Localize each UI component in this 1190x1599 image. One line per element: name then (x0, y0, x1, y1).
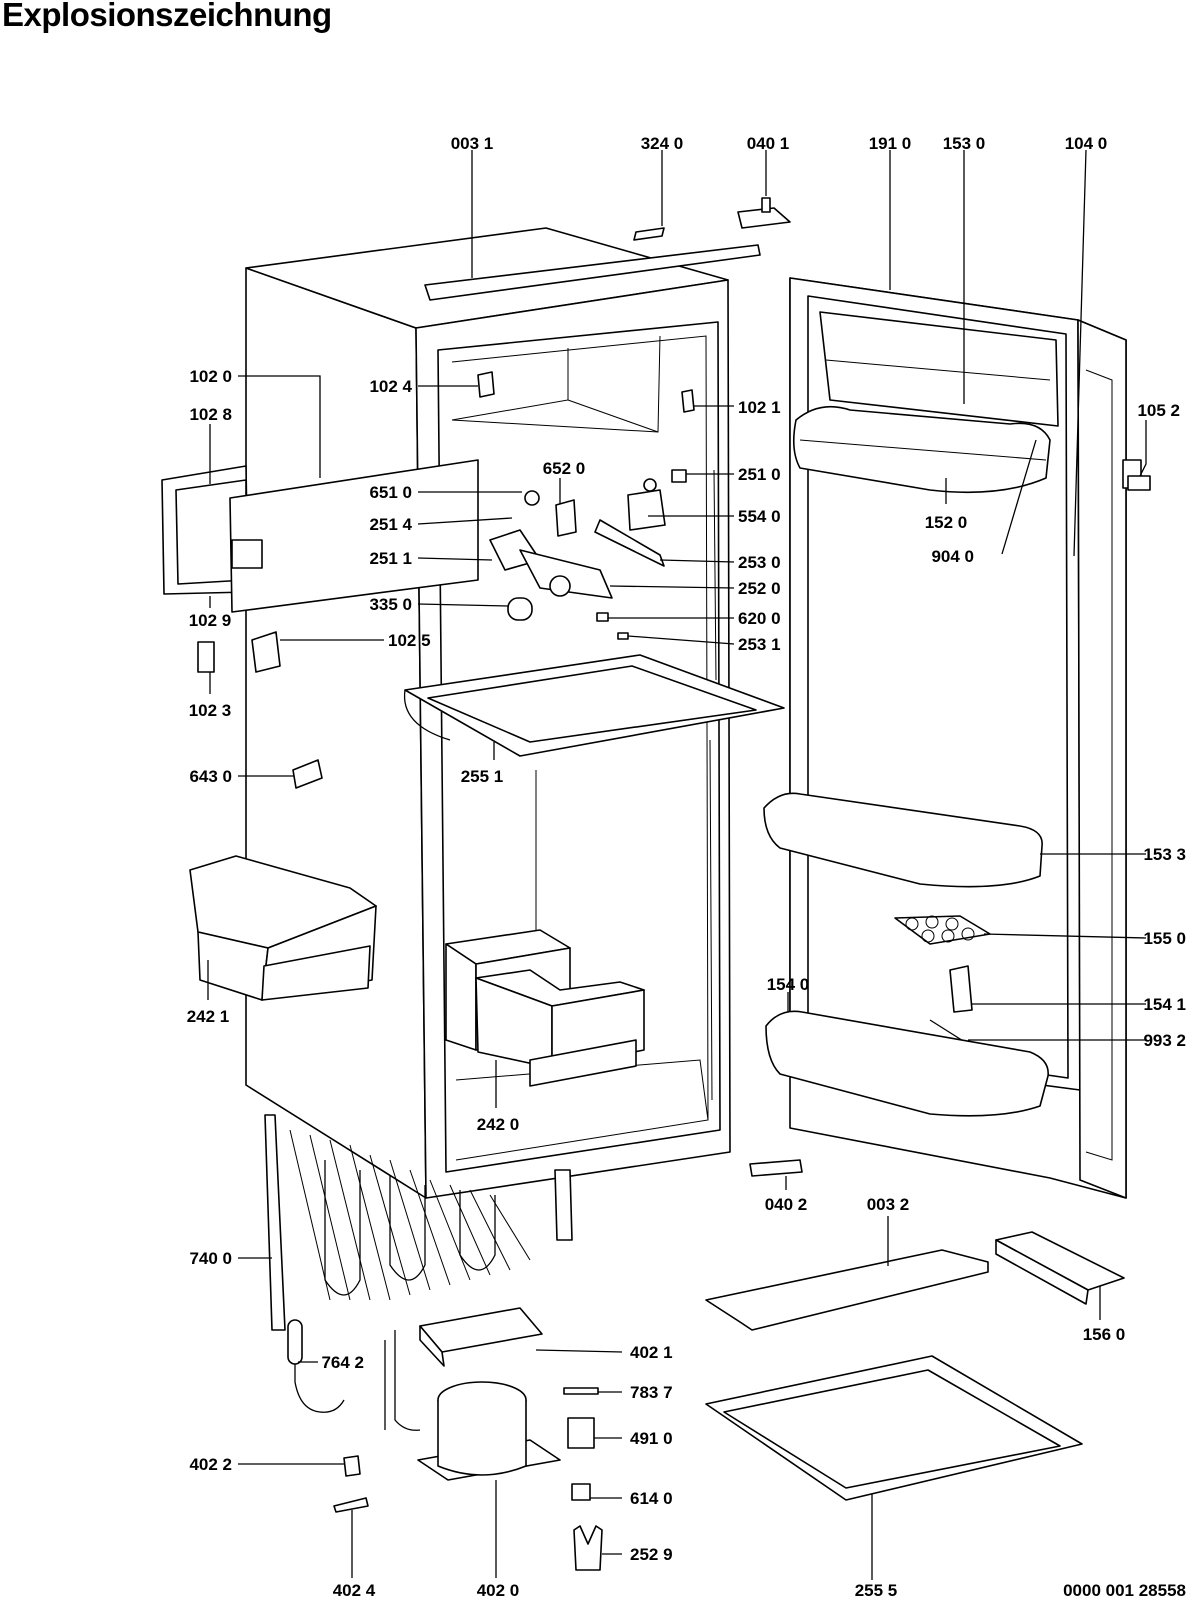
label-251-4: 251 4 (369, 515, 412, 534)
door-shelf-upper (792, 405, 1051, 494)
part-252-9 (573, 1525, 603, 1571)
label-040-1: 040 1 (747, 134, 790, 153)
part-491-0 (567, 1417, 595, 1449)
label-740-0: 740 0 (189, 1249, 232, 1268)
label-102-9: 102 9 (189, 611, 232, 630)
crisper-drawer (445, 929, 645, 1087)
label-154-1: 154 1 (1143, 995, 1186, 1014)
label-652-0: 652 0 (543, 459, 586, 478)
label-643-0: 643 0 (189, 767, 232, 786)
part-324-0 (633, 227, 665, 241)
label-620-0: 620 0 (738, 609, 781, 628)
bottom-hinge (749, 1159, 803, 1177)
label-152-0: 152 0 (925, 513, 968, 532)
part-402-2 (343, 1455, 361, 1477)
label-253-1: 253 1 (738, 635, 781, 654)
part-783-7 (563, 1387, 599, 1395)
egg-tray (894, 915, 991, 945)
label-242-1: 242 1 (187, 1007, 230, 1026)
thermostat-housing (489, 469, 687, 640)
part-102-4 (477, 371, 495, 398)
label-614-0: 614 0 (630, 1489, 673, 1508)
label-251-1: 251 1 (369, 549, 412, 568)
label-153-3: 153 3 (1143, 845, 1186, 864)
toe-plate (705, 1249, 989, 1331)
label-993-2: 993 2 (1143, 1031, 1186, 1050)
label-402-4: 402 4 (333, 1581, 376, 1599)
label-102-3: 102 3 (189, 701, 232, 720)
label-402-2: 402 2 (189, 1455, 232, 1474)
label-252-0: 252 0 (738, 579, 781, 598)
label-324-0: 324 0 (641, 134, 684, 153)
compressor-group (287, 1307, 561, 1481)
part-643-0 (292, 759, 323, 789)
label-335-0: 335 0 (369, 595, 412, 614)
label-155-0: 155 0 (1143, 929, 1186, 948)
ice-cube-tray (995, 1231, 1125, 1305)
label-904-0: 904 0 (931, 547, 974, 566)
leader-lines (207, 149, 1147, 1580)
part-102-3 (197, 641, 215, 673)
label-102-5: 102 5 (388, 631, 431, 650)
label-255-1: 255 1 (461, 767, 504, 786)
label-105-2: 105 2 (1137, 401, 1180, 420)
label-040-2: 040 2 (765, 1195, 808, 1214)
label-242-0: 242 0 (477, 1115, 520, 1134)
label-651-0: 651 0 (369, 483, 412, 502)
door-shelf-lower (765, 1010, 1049, 1117)
label-003-2: 003 2 (867, 1195, 910, 1214)
control-panel-cover (161, 459, 479, 613)
part-614-0 (571, 1483, 591, 1501)
label-764-2: 764 2 (321, 1353, 364, 1372)
label-003-1: 003 1 (451, 134, 494, 153)
label-102-1: 102 1 (738, 398, 781, 417)
part-402-4 (333, 1497, 369, 1513)
part-102-5 (251, 631, 281, 673)
freezer-drawer-left (189, 855, 377, 1001)
page-title: Explosionszeichnung (2, 0, 332, 33)
part-labels: 003 1 324 0 040 1 191 0 153 0 104 0 102 … (187, 134, 1186, 1599)
glass-shelf-upper (403, 654, 785, 757)
part-154-1 (949, 965, 973, 1013)
label-402-0: 402 0 (477, 1581, 520, 1599)
top-rail (424, 244, 761, 301)
drawing-number: 0000 001 28558 (1063, 1581, 1186, 1599)
label-402-1: 402 1 (630, 1343, 673, 1362)
label-102-4: 102 4 (369, 377, 412, 396)
part-102-1 (681, 389, 695, 413)
label-102-8: 102 8 (189, 405, 232, 424)
label-104-0: 104 0 (1065, 134, 1108, 153)
label-156-0: 156 0 (1083, 1325, 1126, 1344)
label-491-0: 491 0 (630, 1429, 673, 1448)
label-783-7: 783 7 (630, 1383, 673, 1402)
label-191-0: 191 0 (869, 134, 912, 153)
label-154-0: 154 0 (767, 975, 810, 994)
label-153-0: 153 0 (943, 134, 986, 153)
label-102-0: 102 0 (189, 367, 232, 386)
glass-shelf-lower (705, 1355, 1083, 1501)
label-255-5: 255 5 (855, 1581, 898, 1599)
label-252-9: 252 9 (630, 1545, 673, 1564)
door-shelf-middle (763, 792, 1043, 888)
label-253-0: 253 0 (738, 553, 781, 572)
label-251-0: 251 0 (738, 465, 781, 484)
label-554-0: 554 0 (738, 507, 781, 526)
